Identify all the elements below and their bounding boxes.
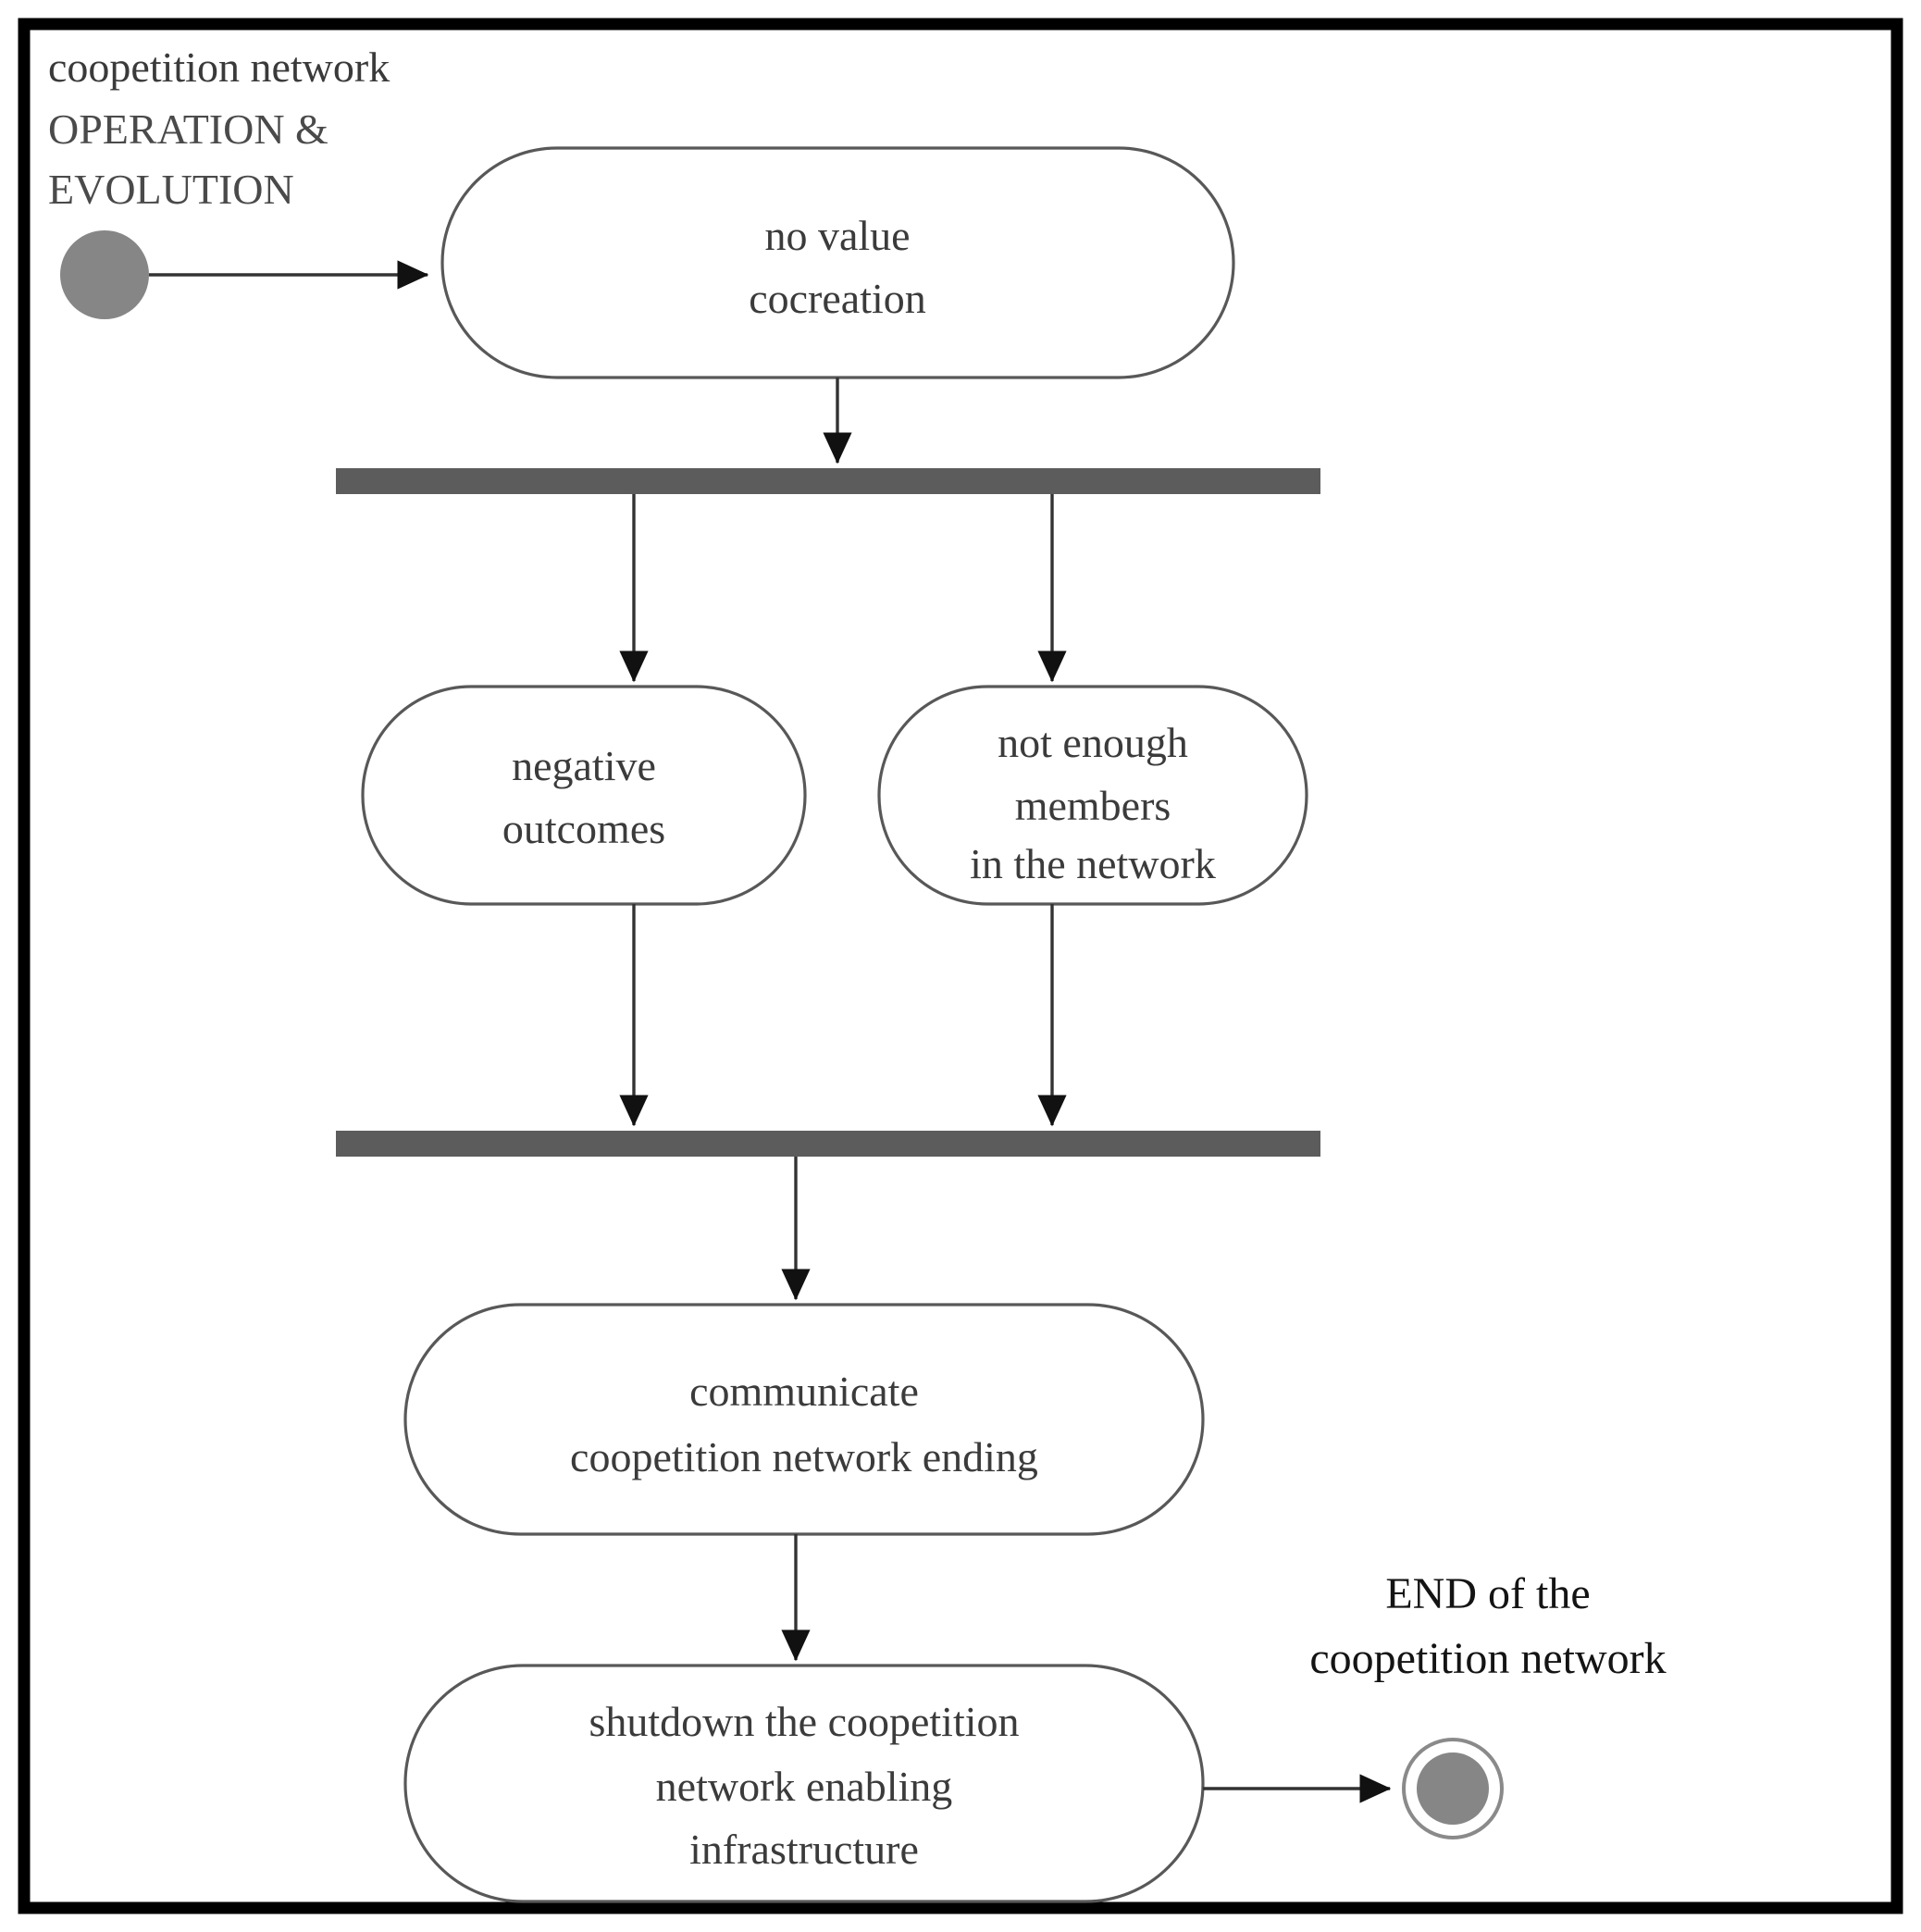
activity-not-enough-members-line-3: in the network xyxy=(970,840,1216,887)
activity-negative-outcomes-line-1: negative xyxy=(512,742,656,789)
activity-not-enough-members-line-1: not enough xyxy=(998,719,1188,766)
join-bar-1 xyxy=(336,1131,1320,1157)
activity-no-value-cocreation[interactable] xyxy=(440,146,1235,379)
diagram-title-line-3: EVOLUTION xyxy=(48,166,294,213)
final-node[interactable] xyxy=(1417,1752,1489,1825)
fork-bar-1 xyxy=(336,468,1320,494)
activity-shutdown-infrastructure-line-2: network enabling xyxy=(656,1763,953,1810)
initial-node[interactable] xyxy=(60,230,149,319)
activity-negative-outcomes-line-2: outcomes xyxy=(502,805,665,852)
activity-shutdown-infrastructure-line-1: shutdown the coopetition xyxy=(589,1698,1019,1745)
diagram-frame-border xyxy=(18,18,1903,1914)
activity-not-enough-members-line-2: members xyxy=(1015,782,1171,829)
final-node-ring xyxy=(1402,1738,1504,1839)
activity-negative-outcomes[interactable] xyxy=(361,685,807,906)
activity-shutdown-infrastructure-line-3: infrastructure xyxy=(689,1826,919,1873)
diagram-title-line-2: OPERATION & xyxy=(48,105,328,153)
diagram-title-line-1: coopetition network xyxy=(48,43,390,91)
final-node-label-line-1: END of the xyxy=(1385,1569,1590,1618)
activity-shutdown-infrastructure[interactable] xyxy=(403,1664,1205,1903)
activity-not-enough-members[interactable] xyxy=(877,685,1308,906)
activity-communicate-ending[interactable] xyxy=(403,1303,1205,1536)
final-node-label-line-2: coopetition network xyxy=(1309,1634,1666,1683)
activity-communicate-ending-line-2: coopetition network ending xyxy=(570,1433,1038,1480)
activity-no-value-cocreation-line-1: no value xyxy=(764,212,910,259)
activity-communicate-ending-line-1: communicate xyxy=(689,1368,919,1415)
activity-no-value-cocreation-line-2: cocreation xyxy=(749,275,926,322)
